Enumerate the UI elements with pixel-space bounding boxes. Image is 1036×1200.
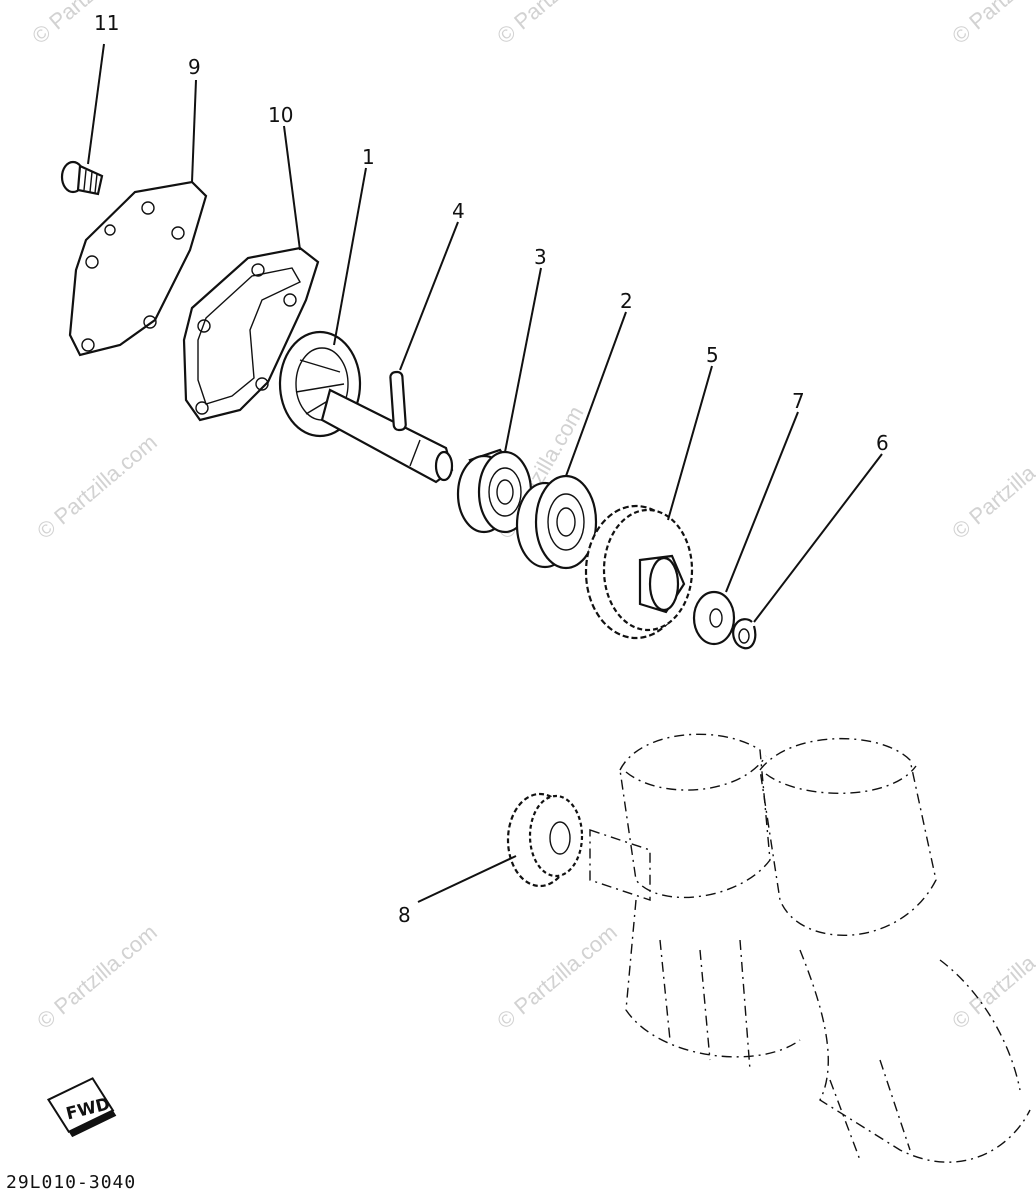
part-10-gasket[interactable] [182, 246, 320, 422]
part-6-circlip[interactable] [732, 618, 757, 650]
part-9-cover[interactable] [68, 180, 208, 357]
leader-lines [87, 43, 883, 903]
callout-labels: 11 9 10 1 4 3 2 5 7 6 8 [94, 11, 889, 927]
callout-6: 6 [876, 431, 889, 455]
callout-2: 2 [620, 289, 633, 313]
part-11-bolt[interactable] [60, 160, 104, 196]
part-3-bearing[interactable] [456, 448, 534, 534]
callout-11: 11 [94, 11, 119, 35]
callout-4: 4 [452, 199, 465, 223]
watermark: © Partzilla.com [947, 919, 1036, 1033]
callout-9: 9 [188, 55, 201, 79]
part-1-impeller-shaft[interactable] [278, 330, 454, 484]
callout-5: 5 [706, 343, 719, 367]
watermark: © Partzilla.com [947, 429, 1036, 543]
part-2-bearing[interactable] [515, 474, 598, 570]
callout-7: 7 [792, 389, 805, 413]
callout-10: 10 [268, 103, 293, 127]
part-8-drive-gear[interactable] [506, 792, 584, 888]
watermark: © Partzilla.com [32, 919, 162, 1033]
callout-1: 1 [362, 145, 375, 169]
watermark: © Partzilla.com [492, 0, 622, 49]
fwd-direction-badge: FWD [46, 1077, 117, 1138]
callout-3: 3 [534, 245, 547, 269]
engine-reference-outline [589, 733, 1031, 1163]
part-4-pin[interactable] [389, 370, 407, 432]
callout-8: 8 [398, 903, 411, 927]
watermark: © Partzilla.com [27, 0, 157, 49]
watermark: © Partzilla.com [32, 429, 162, 543]
watermark: © Partzilla.com [947, 0, 1036, 49]
diagram-code: 29L010-3040 [6, 1172, 136, 1193]
part-7-washer[interactable] [692, 590, 736, 646]
watermark: © Partzilla.com [492, 919, 622, 1033]
part-5-gear[interactable] [584, 504, 694, 640]
